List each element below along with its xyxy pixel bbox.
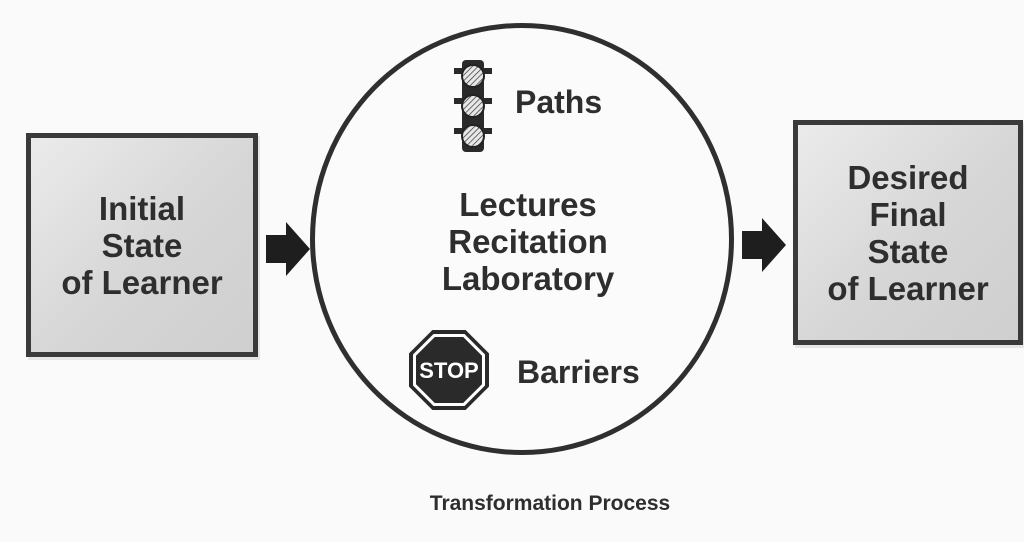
final-state-text: Desired Final State of Learner <box>827 159 988 307</box>
transformation-process-circle <box>310 23 734 455</box>
traffic-light-icon <box>454 60 492 152</box>
initial-state-line: of Learner <box>61 263 223 301</box>
final-state-line: of Learner <box>827 269 989 307</box>
initial-state-line: Initial <box>98 189 186 227</box>
stop-sign-icon: STOP <box>409 330 489 410</box>
right-arrow-icon <box>742 218 786 272</box>
final-state-line: State <box>867 232 949 270</box>
method-item: Recitation <box>448 223 608 260</box>
final-state-box: Desired Final State of Learner <box>793 120 1023 345</box>
right-arrow-icon <box>266 222 310 276</box>
initial-state-text: Initial State of Learner <box>61 190 222 301</box>
initial-state-box: Initial State of Learner <box>26 133 258 357</box>
stop-sign-text: STOP <box>419 358 479 383</box>
diagram-caption: Transformation Process <box>429 492 671 515</box>
methods-list: Lectures Recitation Laboratory <box>390 186 666 297</box>
initial-state-line: State <box>101 226 183 264</box>
barriers-label: Barriers <box>517 354 640 390</box>
method-item: Laboratory <box>441 260 615 297</box>
method-item: Lectures <box>459 186 597 223</box>
final-state-line: Final <box>869 195 947 233</box>
paths-label: Paths <box>515 84 603 120</box>
final-state-line: Desired <box>847 158 969 196</box>
